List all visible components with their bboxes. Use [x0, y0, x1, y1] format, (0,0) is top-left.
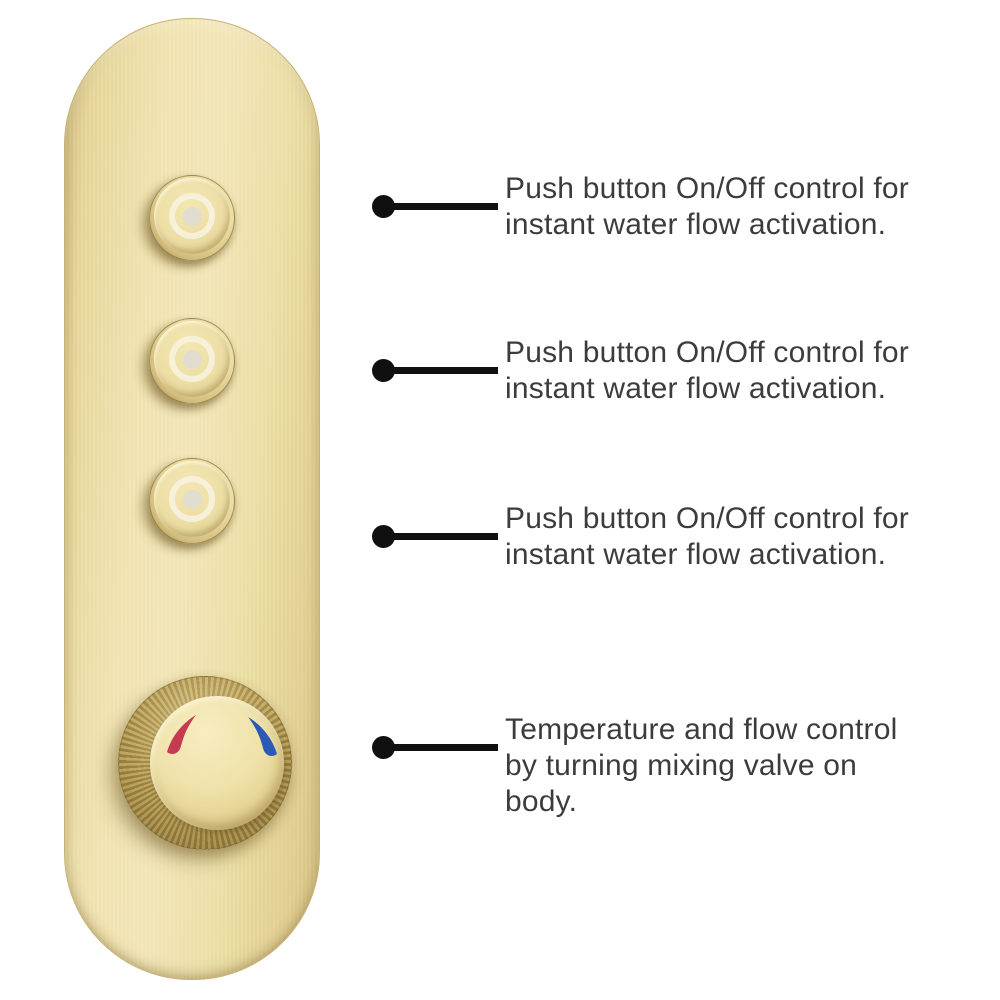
- push-button-top[interactable]: [149, 175, 235, 261]
- target-ring-icon: [169, 336, 215, 382]
- callout-dot: [372, 359, 395, 382]
- callout-text-line: instant water flow activation.: [505, 538, 887, 571]
- push-button-middle[interactable]: [149, 318, 235, 404]
- callout-text-line: instant water flow activation.: [505, 208, 887, 241]
- callout-text-line: instant water flow activation.: [505, 372, 887, 405]
- callout-dot: [372, 736, 395, 759]
- hot-indicator-icon: [167, 715, 196, 754]
- callout-dot: [372, 195, 395, 218]
- target-dot-icon: [182, 349, 202, 369]
- cold-indicator-icon: [248, 717, 277, 756]
- callout-text-line: by turning mixing valve on: [505, 749, 858, 782]
- push-button-bottom[interactable]: [149, 458, 235, 544]
- knob-face: [150, 696, 284, 830]
- push-button-face: [154, 178, 230, 254]
- target-dot-icon: [182, 489, 202, 509]
- callout-dot: [372, 525, 395, 548]
- target-dot-icon: [182, 206, 202, 226]
- callout-text: Temperature and flow control by turning …: [505, 712, 897, 820]
- callout-text-line: Push button On/Off control for: [505, 336, 909, 369]
- callout-text-line: Temperature and flow control: [505, 713, 898, 746]
- callout-connector-line: [384, 367, 498, 374]
- target-ring-icon: [169, 193, 215, 239]
- target-ring-icon: [169, 476, 215, 522]
- callout-text: Push button On/Off control for instant w…: [505, 501, 909, 573]
- push-button-face: [154, 321, 230, 397]
- temperature-knob[interactable]: [118, 676, 292, 850]
- callout-text: Push button On/Off control for instant w…: [505, 335, 909, 407]
- callout-text-line: body.: [505, 785, 578, 818]
- push-button-face: [154, 461, 230, 537]
- callout-text-line: Push button On/Off control for: [505, 172, 909, 205]
- callout-connector-line: [384, 744, 498, 751]
- callout-connector-line: [384, 533, 498, 540]
- callout-text-line: Push button On/Off control for: [505, 502, 909, 535]
- callout-connector-line: [384, 203, 498, 210]
- callout-text: Push button On/Off control for instant w…: [505, 171, 909, 243]
